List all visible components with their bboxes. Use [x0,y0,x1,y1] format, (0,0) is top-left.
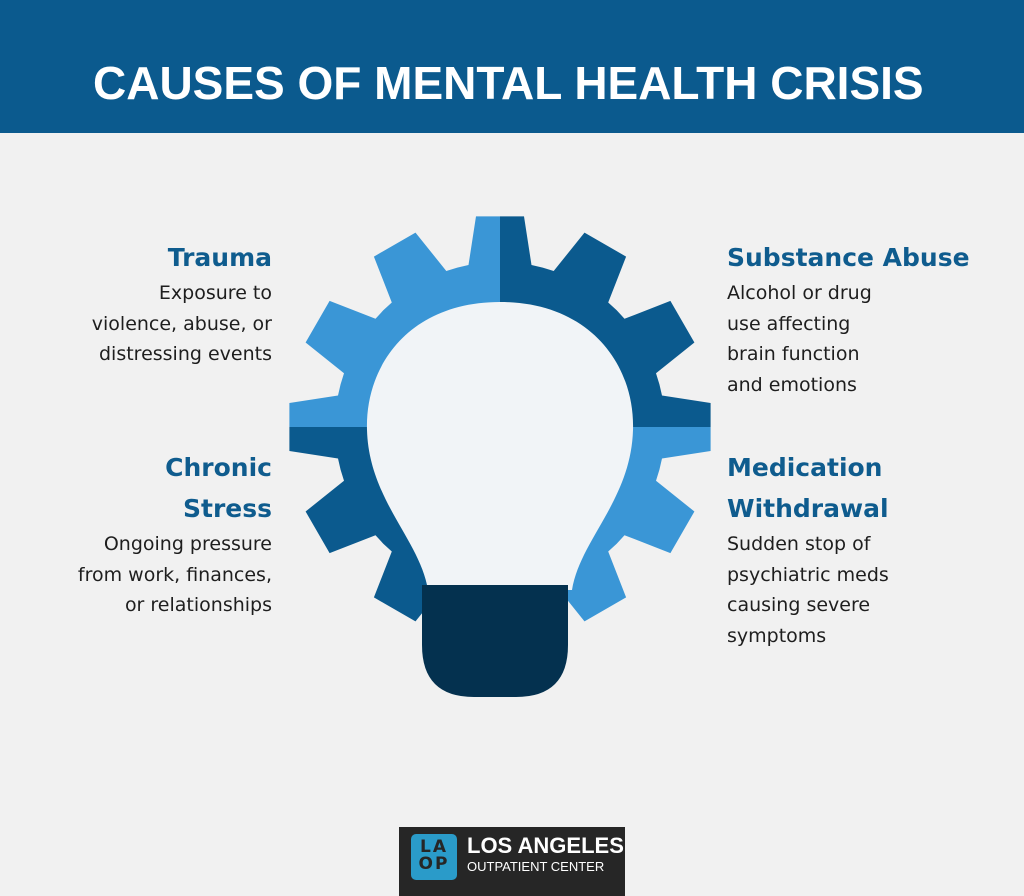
header-banner: CAUSES OF MENTAL HEALTH CRISIS [0,0,1024,133]
lightbulb-base [422,585,568,697]
cause-trauma: Trauma Exposure to violence, abuse, or d… [91,243,272,365]
logo-mark-icon: LA OP [411,834,457,880]
lightbulb-glass [366,302,634,590]
cause-substance-abuse: Substance Abuse Alcohol or drug use affe… [727,243,970,396]
page-title: CAUSES OF MENTAL HEALTH CRISIS [93,57,924,109]
cause-chronic-stress: Chronic Stress Ongoing pressure from wor… [77,453,272,616]
logo: LA OP LOS ANGELES OUTPATIENT CENTER [399,827,625,896]
cause-medication-withdrawal: Medication Withdrawal Sudden stop of psy… [727,453,889,647]
